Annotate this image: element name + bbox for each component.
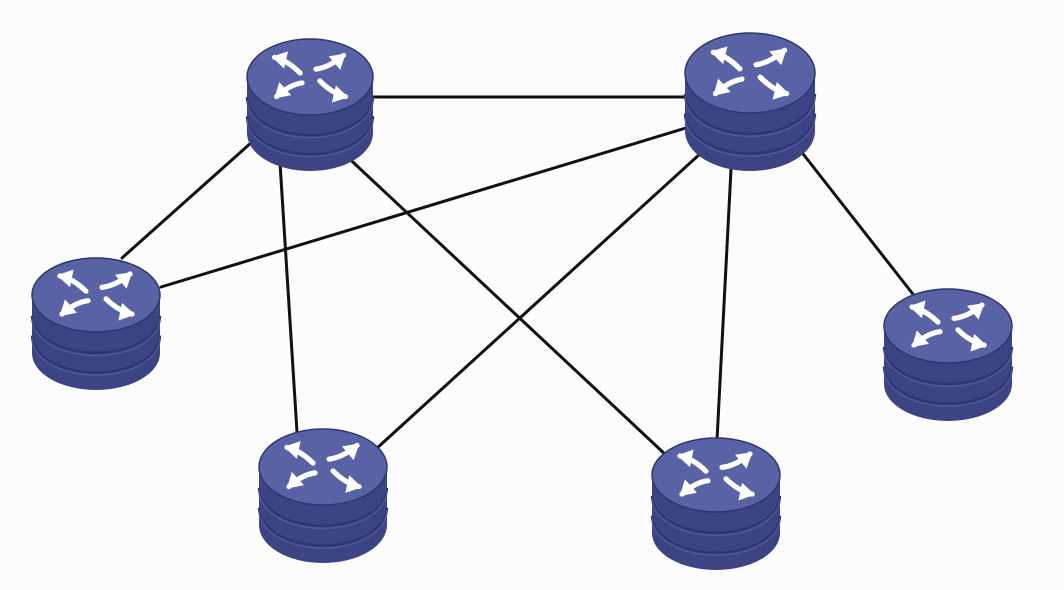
router-icon <box>257 428 389 563</box>
router-arrowhead-icon <box>679 479 697 497</box>
nodes-layer <box>30 32 1014 570</box>
router-arrowhead-icon <box>909 300 926 319</box>
router-icon <box>683 32 817 171</box>
router-arrowhead-icon <box>274 82 292 99</box>
router-arrowhead-icon <box>286 471 304 489</box>
router-arrowhead-icon <box>738 482 755 501</box>
router-arrowhead-icon <box>967 303 985 320</box>
router-arrowhead-icon <box>271 51 289 69</box>
router-bottom-right <box>650 437 782 570</box>
link-router-top-left-to-router-bottom-left <box>277 145 299 434</box>
router-arrowhead-icon <box>735 452 753 469</box>
router-arrowhead-icon <box>59 299 77 317</box>
router-arrowhead-icon <box>115 272 133 289</box>
router-middle-right <box>882 288 1014 421</box>
router-arrowhead-icon <box>118 302 135 321</box>
router-arrowhead-icon <box>713 78 731 96</box>
router-arrowhead-icon <box>328 53 346 70</box>
links-layer <box>120 95 918 458</box>
link-router-top-left-to-router-bottom-right <box>338 148 669 458</box>
router-bottom-left <box>257 428 389 563</box>
router-icon <box>650 437 782 570</box>
link-router-top-right-to-router-middle-left <box>159 126 688 289</box>
router-arrowhead-icon <box>772 81 790 100</box>
router-arrowhead-icon <box>57 269 74 288</box>
router-icon <box>882 288 1014 421</box>
link-router-top-left-to-router-middle-left <box>120 140 254 260</box>
router-top-left <box>245 38 375 171</box>
router-arrowhead-icon <box>342 443 360 461</box>
router-icon <box>30 257 162 390</box>
router-arrowhead-icon <box>331 85 349 103</box>
link-router-top-right-to-router-middle-right <box>798 148 918 300</box>
router-top-right <box>683 32 817 171</box>
router-arrowhead-icon <box>769 48 787 66</box>
router-arrowhead-icon <box>677 449 694 468</box>
link-router-top-right-to-router-bottom-left <box>374 141 714 451</box>
router-arrowhead-icon <box>284 441 301 459</box>
router-middle-left <box>30 257 162 390</box>
router-icon <box>245 38 375 171</box>
link-router-top-right-to-router-bottom-right <box>715 148 734 442</box>
router-arrowhead-icon <box>345 475 362 493</box>
router-arrowhead-icon <box>710 46 728 65</box>
router-arrowhead-icon <box>970 333 987 352</box>
router-arrowhead-icon <box>911 330 929 348</box>
